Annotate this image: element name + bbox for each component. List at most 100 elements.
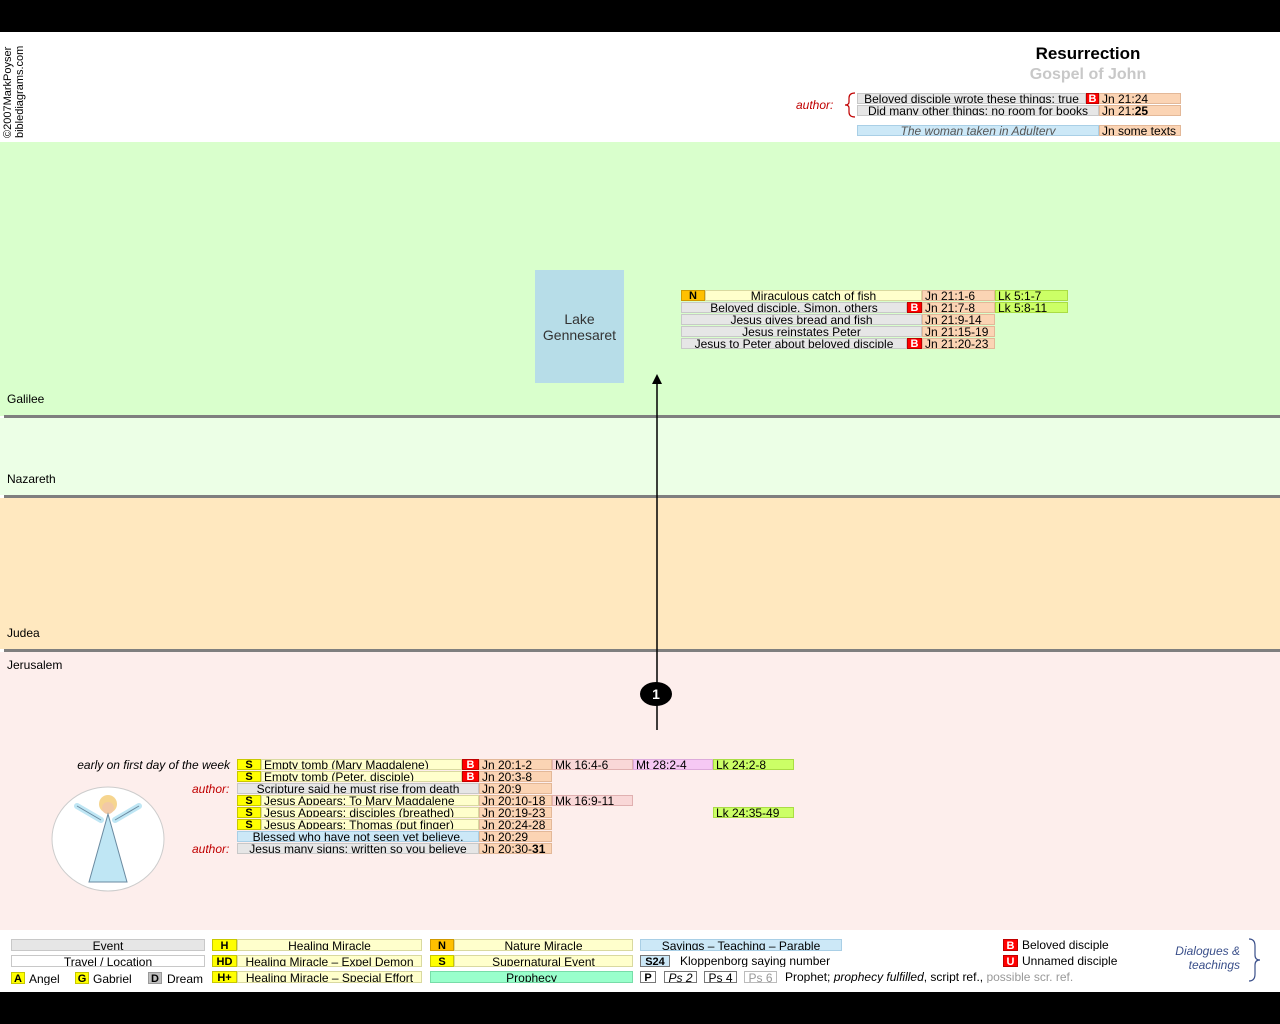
prophet-badge: P [640,971,656,984]
author-row-1-ref: Jn 21:24 [1099,93,1181,104]
jerusalem-event-4-mk: Mk 16:9-11 [552,795,633,806]
divider-galilee [4,415,1280,418]
brace-right-icon [1248,938,1261,982]
beloved-badge: B [907,302,922,314]
nature-badge: N [430,939,454,952]
galilee-event-2-jn: Jn 21:7-8 [922,302,995,313]
legend-travel: Travel / Location [11,955,205,967]
woman-adultery: The woman taken in Adultery [857,125,1099,136]
legend-dialogues: Dialogues & teachings [1175,944,1240,972]
legend-unnamed: Unnamed disciple [1022,955,1118,967]
beloved-badge: B [462,759,479,771]
beloved-badge: B [907,338,922,350]
page-subtitle: Gospel of John [1029,66,1147,83]
author-row-1-text: Beloved disciple wrote these things; tru… [857,93,1086,104]
supernatural-legend-badge: S [430,955,454,968]
jerusalem-event-1-mt: Mt 28:2-4 [633,759,713,770]
jerusalem-event-4-jn: Jn 20:10-18 [479,795,552,806]
jerusalem-event-8: Jesus many signs; written so you believe [237,843,479,854]
supernatural-badge: S [237,771,261,783]
supernatural-badge: S [237,807,261,819]
author-label-1: author: [192,782,230,796]
legend-supernatural: Supernatural Event [454,955,633,967]
jerusalem-event-6: Jesus Appears: Thomas (put finger) [261,819,479,830]
divider-nazareth [4,495,1280,498]
author-label-2: author: [192,842,230,856]
nature-miracle-badge: N [681,290,705,302]
jerusalem-event-5: Jesus Appears: disciples (breathed) [261,807,479,818]
risen-jesus-icon [51,786,165,892]
galilee-band [0,142,1280,416]
galilee-event-5-jn: Jn 21:20-23 [922,338,995,349]
journey-arrow [652,374,662,730]
legend-kloppenborg: Kloppenborg saying number [680,955,831,967]
supernatural-badge: S [237,759,261,771]
region-judea: Judea [7,626,40,640]
beloved-badge: B [462,771,479,783]
kloppenborg-badge: S24 [640,955,670,968]
galilee-event-3-jn: Jn 21:9-14 [922,314,995,325]
jerusalem-event-3-jn: Jn 20:9 [479,783,552,794]
region-galilee: Galilee [7,392,45,406]
galilee-event-1-jn: Jn 21:1-6 [922,290,995,301]
jerusalem-event-8-jn: Jn 20:30-31 [479,843,552,854]
copyright: ©2007MarkPoyser biblediagrams.com [2,46,26,138]
copyright-line1: ©2007MarkPoyser [2,46,14,138]
author-label-top: author: [796,98,834,112]
jerusalem-event-2-jn: Jn 20:3-8 [479,771,552,782]
legend-ps2: Ps 2 [664,971,697,983]
galilee-event-4: Jesus reinstates Peter [681,326,922,337]
label-early-first-day: early on first day of the week [77,758,230,772]
unnamed-legend-badge: U [1003,955,1018,968]
page-title: Resurrection [1035,44,1141,63]
legend-healing: Healing Miracle [237,939,422,951]
diagram-page: ©2007MarkPoyser biblediagrams.com Resurr… [0,32,1280,992]
copyright-line2: biblediagrams.com [14,45,26,138]
brace-icon [844,92,856,118]
beloved-legend-badge: B [1003,939,1018,952]
jerusalem-event-1: Empty tomb (Mary Magdalene) [261,759,462,770]
angel-badge: A [11,972,25,985]
jerusalem-event-1-lk: Lk 24:2-8 [713,759,794,770]
jerusalem-event-5-lk: Lk 24:35-49 [713,807,794,818]
author-row-2-ref: Jn 21:25 [1099,105,1181,116]
legend-ps4: Ps 4 [704,971,737,983]
woman-adultery-ref: Jn some texts [1099,125,1181,136]
author-row-2-text: Did many other things; no room for books [857,105,1099,116]
jerusalem-event-4: Jesus Appears: To Mary Magdalene [261,795,479,806]
galilee-event-4-jn: Jn 21:15-19 [922,326,995,337]
healing-badge: H [212,939,237,952]
beloved-badge: B [1086,93,1099,105]
region-nazareth: Nazareth [7,472,56,486]
legend-prophecy: Prophecy [430,971,633,983]
galilee-event-2-lk: Lk 5:8-11 [995,302,1068,313]
jerusalem-event-2: Empty tomb (Peter, disciple) [261,771,462,782]
galilee-event-3: Jesus gives bread and fish [681,314,922,325]
judea-band [0,498,1280,649]
legend-healing-demon: Healing Miracle – Expel Demon [237,955,422,967]
supernatural-badge: S [237,795,261,807]
legend-angel: Angel [29,973,60,985]
legend-healing-special: Healing Miracle – Special Effort [237,971,422,983]
galilee-event-1: Miraculous catch of fish [705,290,922,301]
legend-nature: Nature Miracle [454,939,633,951]
dream-badge: D [148,972,162,985]
legend-beloved: Beloved disciple [1022,939,1109,951]
jerusalem-event-7-jn: Jn 20:29 [479,831,552,842]
gabriel-badge: G [75,972,89,985]
legend-event: Event [11,939,205,951]
galilee-event-5: Jesus to Peter about beloved disciple [681,338,907,349]
jerusalem-event-6-jn: Jn 20:24-28 [479,819,552,830]
legend-ps6: Ps 6 [744,971,777,983]
supernatural-badge: S [237,819,261,831]
healing-demon-badge: HD [212,955,237,968]
jerusalem-event-1-mk: Mk 16:4-6 [552,759,633,770]
legend-sayings: Sayings – Teaching – Parable [640,939,842,951]
journey-marker: 1 [640,682,672,706]
jerusalem-event-7: Blessed who have not seen yet believe. [237,831,479,842]
divider-judea [4,649,1280,652]
jerusalem-band [0,652,1280,930]
galilee-event-2: Beloved disciple, Simon, others [681,302,907,313]
legend-dream: Dream [167,973,204,985]
